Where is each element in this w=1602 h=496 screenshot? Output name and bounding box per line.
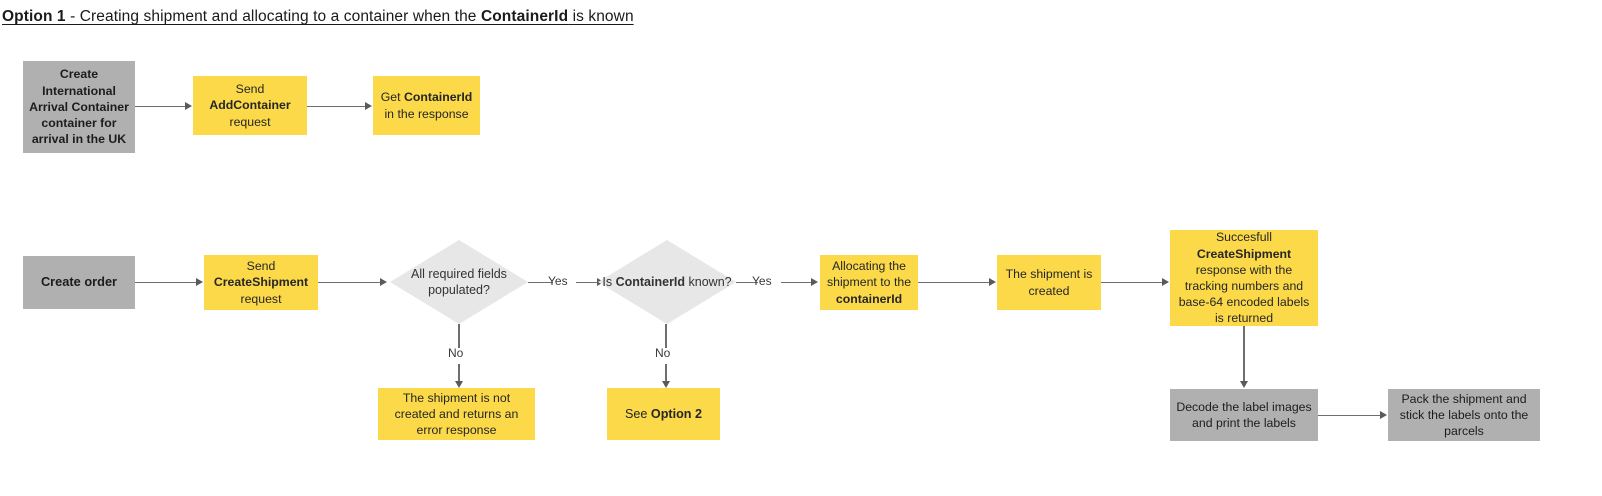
- edge-decision1-no-2: [458, 364, 460, 381]
- title-option-label: Option 1: [2, 8, 66, 25]
- node-get-containerid[interactable]: Get ContainerId in the response: [373, 76, 480, 135]
- node-successful-response[interactable]: Succesfull CreateShipment response with …: [1170, 230, 1318, 326]
- node-send-createshipment[interactable]: Send CreateShipment request: [204, 255, 318, 310]
- node-decision-containerid-known-label: Is ContainerId known?: [602, 274, 731, 290]
- arrowhead-decision1-no: [454, 381, 463, 388]
- edge-decode-to-pack: [1318, 414, 1380, 417]
- node-pack-shipment-label: Pack the shipment and stick the labels o…: [1399, 391, 1529, 439]
- edge-createshipment-to-decision1: [318, 281, 380, 284]
- node-decision-required-fields[interactable]: All required fields populated?: [390, 240, 528, 324]
- node-get-containerid-pre: Get: [380, 90, 404, 105]
- node-error-response-label: The shipment is not created and returns …: [394, 390, 519, 438]
- node-send-addcontainer-strong: AddContainer: [209, 98, 291, 113]
- arrowhead-createshipment-to-decision1: [380, 278, 387, 286]
- node-decode-labels-label: Decode the label images and print the la…: [1176, 399, 1312, 430]
- node-send-addcontainer-post: request: [229, 114, 271, 129]
- edge-decision2-yes: [736, 281, 758, 284]
- edge-label-yes-fields: Yes: [548, 274, 568, 288]
- edge-label-no-fields: No: [448, 346, 464, 360]
- arrowhead-created-to-response: [1162, 278, 1169, 286]
- edge-response-to-decode: [1243, 326, 1245, 381]
- edge-decision2-no: [665, 324, 667, 348]
- arrowhead-response-to-decode: [1239, 381, 1248, 388]
- edge-created-to-response: [1101, 281, 1162, 284]
- edge-addcontainer-to-getid: [307, 105, 365, 108]
- decision2-strong: ContainerId: [615, 274, 686, 289]
- node-send-createshipment-strong: CreateShipment: [213, 275, 309, 290]
- node-see-option2-pre: See: [625, 406, 651, 421]
- page-title: Option 1 - Creating shipment and allocat…: [2, 8, 634, 26]
- node-successful-response-post: response with the tracking numbers and b…: [1178, 262, 1310, 326]
- edge-decision2-yes-2: [781, 281, 811, 284]
- node-get-containerid-strong: ContainerId: [403, 90, 473, 105]
- node-successful-response-strong: CreateShipment: [1196, 246, 1292, 261]
- node-successful-response-pre: Succesfull: [1215, 230, 1273, 245]
- edge-allocating-to-created: [918, 281, 989, 284]
- edge-decision1-yes-2: [576, 281, 597, 284]
- node-decision-containerid-known[interactable]: Is ContainerId known?: [598, 240, 736, 324]
- node-shipment-created-label: The shipment is created: [1005, 267, 1093, 298]
- node-send-createshipment-pre: Send: [246, 259, 276, 274]
- title-middle: - Creating shipment and allocating to a …: [65, 8, 481, 25]
- title-emphasis: ContainerId: [480, 8, 569, 25]
- edge-label-no-containerid: No: [655, 346, 671, 360]
- node-decode-labels[interactable]: Decode the label images and print the la…: [1170, 389, 1318, 441]
- node-send-createshipment-post: request: [240, 291, 282, 306]
- node-pack-shipment[interactable]: Pack the shipment and stick the labels o…: [1388, 389, 1540, 441]
- node-send-addcontainer-pre: Send: [235, 82, 265, 97]
- edge-decision1-no: [458, 324, 460, 348]
- node-shipment-created[interactable]: The shipment is created: [997, 255, 1101, 310]
- arrowhead-addcontainer-to-getid: [365, 102, 372, 110]
- edge-label-yes-containerid: Yes: [752, 274, 772, 288]
- edge-decision2-no-2: [665, 364, 667, 381]
- arrowhead-order-to-createshipment: [196, 278, 203, 286]
- edge-decision1-yes: [528, 281, 553, 284]
- node-error-response[interactable]: The shipment is not created and returns …: [378, 388, 535, 440]
- arrowhead-allocating-to-created: [989, 278, 996, 286]
- node-send-addcontainer[interactable]: Send AddContainer request: [193, 76, 307, 135]
- node-allocating-shipment[interactable]: Allocating the shipment to the container…: [820, 255, 918, 310]
- arrowhead-decision2-yes: [811, 278, 818, 286]
- node-create-order-label: Create order: [40, 274, 118, 290]
- node-create-container[interactable]: Create International Arrival Container c…: [23, 61, 135, 153]
- arrowhead-container-to-addcontainer: [185, 102, 192, 110]
- node-create-container-label: Create International Arrival Container c…: [29, 67, 129, 147]
- arrowhead-decision2-no: [661, 381, 670, 388]
- node-allocating-pre: Allocating the shipment to the: [826, 259, 912, 290]
- node-create-order[interactable]: Create order: [23, 256, 135, 309]
- node-decision-required-fields-label: All required fields populated?: [411, 266, 507, 297]
- arrowhead-decode-to-pack: [1380, 411, 1387, 419]
- title-suffix: is known: [568, 8, 634, 25]
- node-see-option2-strong: Option 2: [650, 406, 702, 421]
- edge-container-to-addcontainer: [135, 105, 185, 108]
- edge-order-to-createshipment: [135, 281, 196, 284]
- node-see-option2[interactable]: See Option 2: [607, 388, 720, 440]
- node-get-containerid-post: in the response: [384, 106, 469, 121]
- decision2-pre: Is: [602, 274, 616, 289]
- decision2-post: known?: [685, 274, 732, 289]
- node-allocating-strong: containerId: [835, 291, 903, 306]
